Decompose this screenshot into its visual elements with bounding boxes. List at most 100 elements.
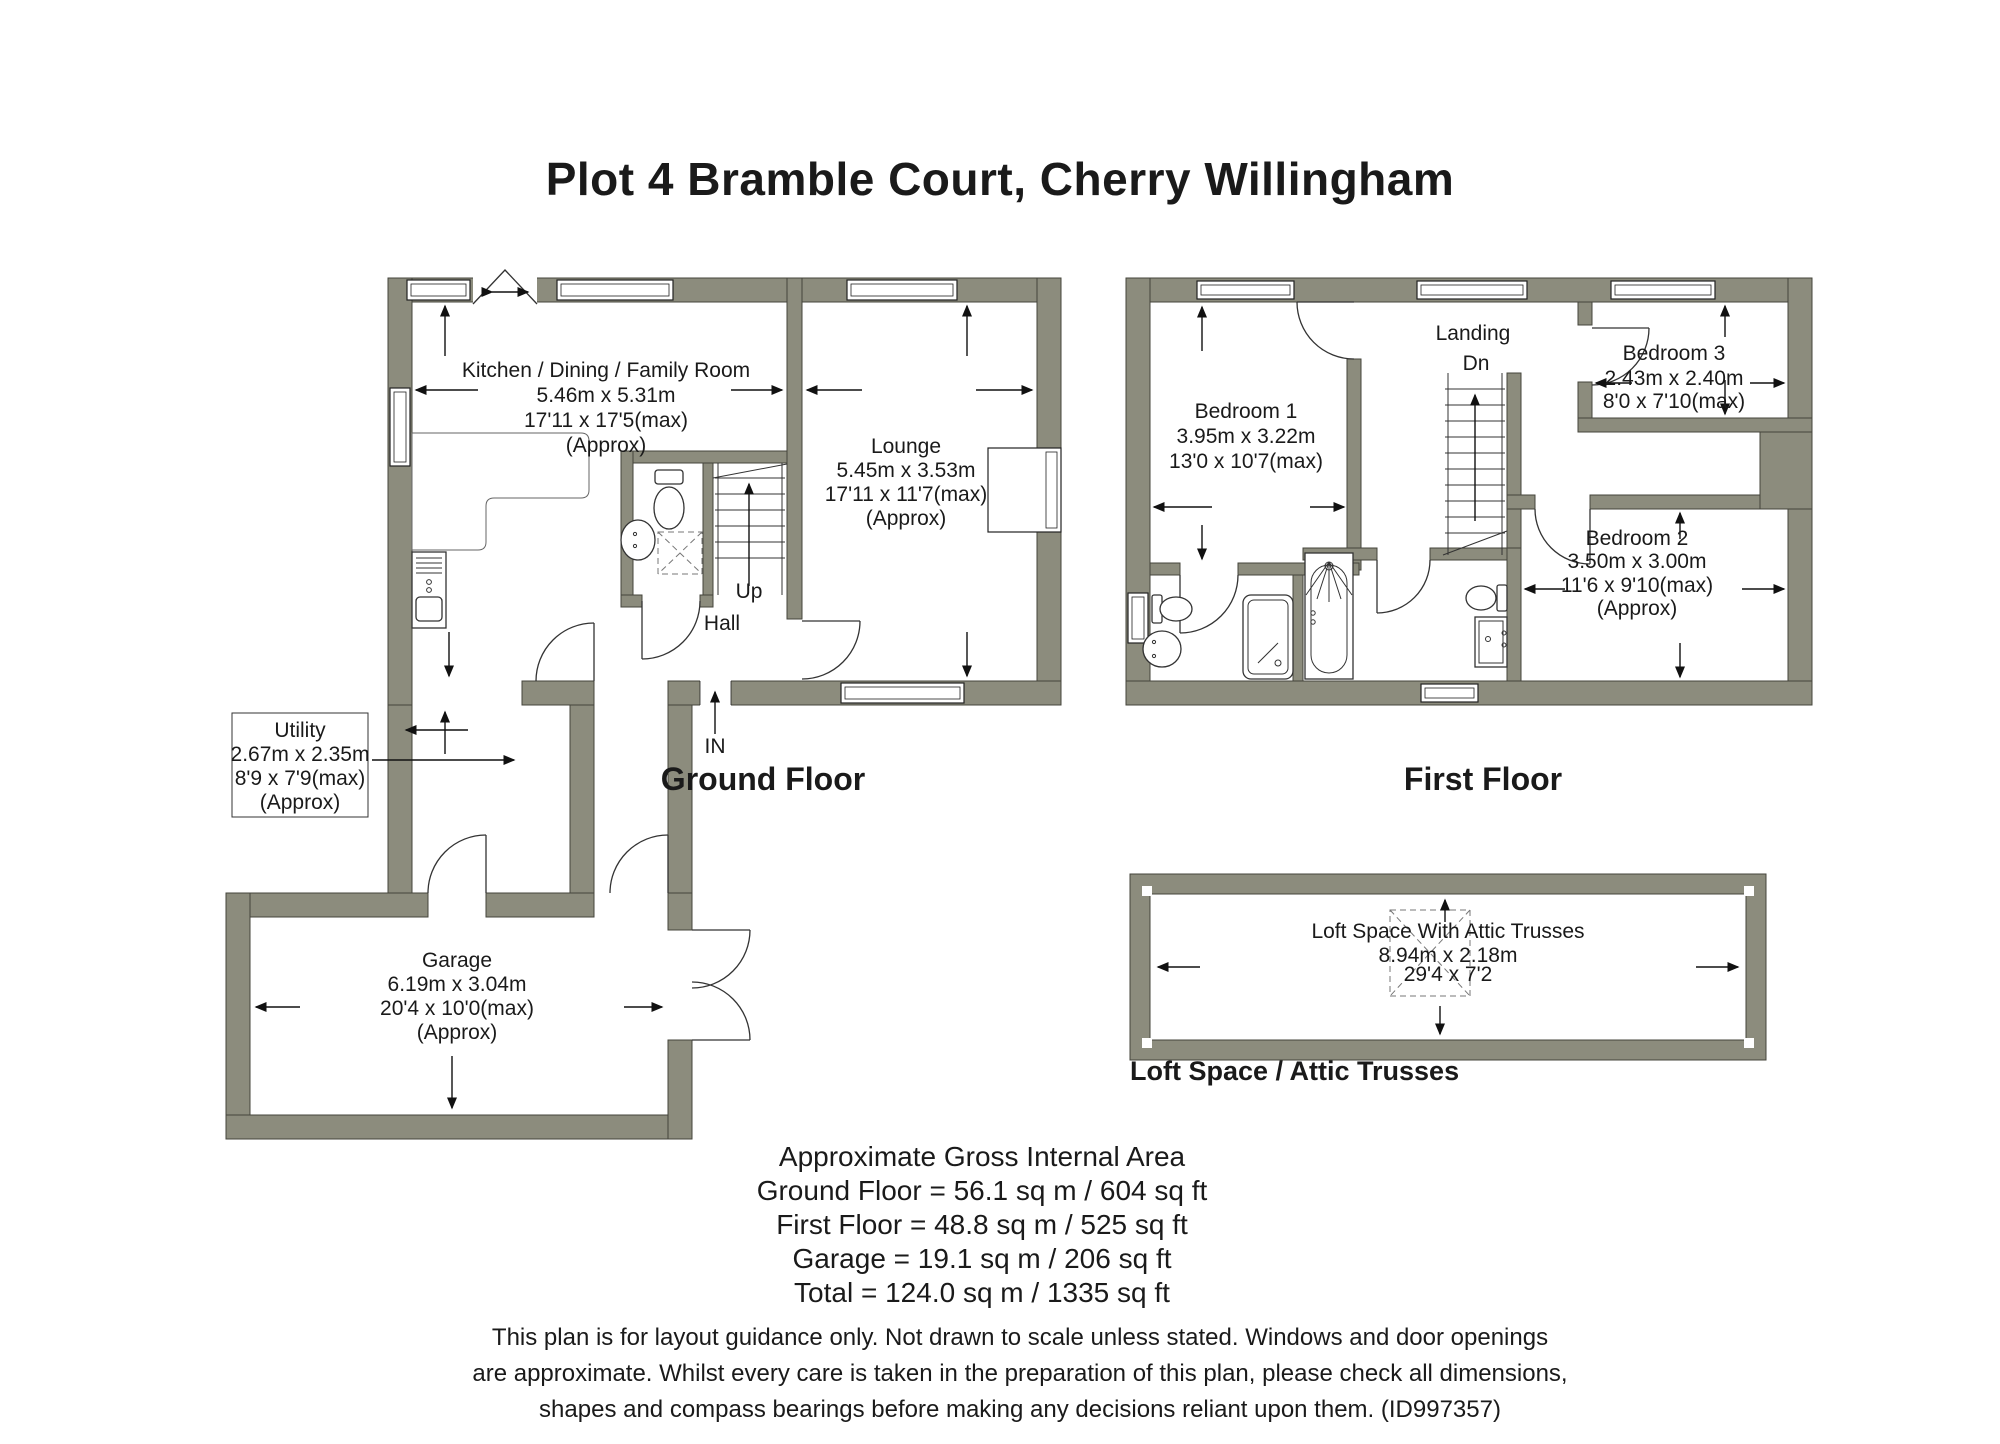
room-label-lounge: Lounge 5.45m x 3.53m 17'11 x 11'7(max) (… bbox=[825, 435, 987, 530]
room-label-garage: Garage 6.19m x 3.04m 20'4 x 10'0(max) (A… bbox=[380, 949, 534, 1044]
bay-window-icon bbox=[987, 447, 1062, 533]
ground-fixtures bbox=[411, 432, 703, 629]
room-imperial: 29'4 x 7'2 bbox=[1404, 963, 1493, 986]
area-summary-title: Approximate Gross Internal Area bbox=[778, 1141, 1186, 1172]
ground-dimension-arrows bbox=[254, 304, 1034, 1110]
ground-doors bbox=[427, 600, 861, 1041]
room-metric: 3.95m x 3.22m bbox=[1177, 425, 1316, 448]
door-icon bbox=[641, 600, 701, 660]
door-icon bbox=[427, 834, 487, 894]
ground-floor-heading: Ground Floor bbox=[660, 761, 866, 797]
room-imperial: 13'0 x 10'7(max) bbox=[1169, 450, 1323, 473]
kitchen-counter bbox=[411, 432, 590, 551]
kitchen-sink-icon bbox=[411, 551, 447, 629]
stairs-dn-label: Dn bbox=[1463, 352, 1490, 375]
floorplan-loft: Loft Space With Attic Trusses 8.94m x 2.… bbox=[1129, 873, 1767, 1061]
first-floor-heading: First Floor bbox=[1403, 761, 1563, 797]
room-approx: (Approx) bbox=[566, 434, 647, 457]
room-imperial: 11'6 x 9'10(max) bbox=[1561, 574, 1713, 597]
toilet-icon bbox=[1151, 594, 1193, 624]
entrance-in-label: IN bbox=[705, 735, 726, 758]
area-summary-ground: Ground Floor = 56.1 sq m / 604 sq ft bbox=[756, 1175, 1208, 1206]
basin-icon bbox=[1142, 630, 1182, 668]
hall-label: Hall bbox=[704, 612, 740, 635]
stairs-up-label: Up bbox=[736, 580, 763, 603]
window-icon bbox=[556, 279, 674, 301]
room-metric: 2.67m x 2.35m bbox=[231, 743, 370, 766]
first-dimension-arrows bbox=[1152, 304, 1786, 679]
garage-double-doors-icon bbox=[691, 929, 751, 1041]
room-approx: (Approx) bbox=[260, 791, 341, 814]
window-icon bbox=[406, 279, 471, 301]
ground-windows bbox=[389, 269, 1062, 707]
room-metric: 8.94m x 2.18m bbox=[1379, 944, 1518, 967]
first-fixtures bbox=[1142, 552, 1508, 680]
room-label-loft: Loft Space With Attic Trusses 8.94m x 2.… bbox=[1311, 920, 1584, 986]
room-label-bedroom2: Bedroom 2 3.50m x 3.00m 11'6 x 9'10(max)… bbox=[1561, 527, 1713, 620]
shower-icon bbox=[657, 531, 703, 575]
toilet-icon bbox=[1465, 584, 1508, 612]
door-icon bbox=[801, 620, 861, 680]
room-imperial: 8'9 x 7'9(max) bbox=[235, 767, 366, 790]
room-name: Bedroom 2 bbox=[1586, 527, 1689, 550]
first-stairs bbox=[1442, 373, 1508, 556]
door-icon bbox=[1376, 559, 1431, 614]
window-icon bbox=[1196, 280, 1295, 300]
window-icon bbox=[1420, 683, 1479, 703]
loft-walls bbox=[1129, 873, 1767, 1061]
room-metric: 2.43m x 2.40m bbox=[1605, 367, 1744, 390]
window-icon bbox=[1610, 280, 1716, 300]
door-icon bbox=[1534, 508, 1591, 565]
room-imperial: 8'0 x 7'10(max) bbox=[1603, 390, 1745, 413]
door-icon bbox=[535, 622, 595, 682]
window-icon bbox=[1127, 592, 1149, 644]
room-name: Utility bbox=[274, 719, 326, 742]
disclaimer-line3: shapes and compass bearings before makin… bbox=[539, 1396, 1501, 1423]
ground-stairs bbox=[712, 463, 788, 595]
room-metric: 3.50m x 3.00m bbox=[1568, 550, 1707, 573]
window-icon bbox=[1416, 280, 1528, 300]
disclaimer: This plan is for layout guidance only. N… bbox=[320, 1320, 1720, 1428]
door-icon bbox=[609, 834, 669, 894]
room-imperial: 20'4 x 10'0(max) bbox=[380, 997, 534, 1020]
room-name: Loft Space With Attic Trusses bbox=[1311, 920, 1584, 943]
loft-dimension-arrows bbox=[1156, 898, 1740, 1036]
room-metric: 5.45m x 3.53m bbox=[837, 459, 976, 482]
disclaimer-line1: This plan is for layout guidance only. N… bbox=[491, 1324, 1549, 1351]
loft-hatch-icon bbox=[1389, 909, 1471, 997]
area-summary-total: Total = 124.0 sq m / 1335 sq ft bbox=[794, 1277, 1170, 1308]
window-icon bbox=[389, 387, 411, 467]
room-imperial: 17'11 x 17'5(max) bbox=[524, 409, 688, 432]
area-summary-garage: Garage = 19.1 sq m / 206 sq ft bbox=[792, 1243, 1172, 1274]
room-approx: (Approx) bbox=[866, 507, 947, 530]
shower-tray-icon bbox=[1242, 594, 1294, 680]
area-summary-first: First Floor = 48.8 sq m / 525 sq ft bbox=[776, 1209, 1188, 1240]
disclaimer-line2: are approximate. Whilst every care is ta… bbox=[472, 1360, 1568, 1387]
floorplan-first: Bedroom 1 3.95m x 3.22m 13'0 x 10'7(max)… bbox=[1125, 277, 1813, 706]
area-summary: Approximate Gross Internal Area Ground F… bbox=[282, 1140, 1682, 1310]
room-name: Bedroom 3 bbox=[1623, 342, 1726, 365]
room-metric: 5.46m x 5.31m bbox=[537, 384, 676, 407]
bath-icon bbox=[1304, 552, 1354, 680]
toilet-icon bbox=[653, 469, 685, 530]
floorplan-ground: Kitchen / Dining / Family Room 5.46m x 5… bbox=[225, 269, 1062, 1140]
room-name: Kitchen / Dining / Family Room bbox=[462, 359, 750, 382]
room-label-utility: Utility 2.67m x 2.35m 8'9 x 7'9(max) (Ap… bbox=[231, 712, 370, 818]
room-imperial: 17'11 x 11'7(max) bbox=[825, 483, 987, 506]
room-name: Bedroom 1 bbox=[1195, 400, 1298, 423]
room-approx: (Approx) bbox=[1597, 597, 1678, 620]
ground-walls bbox=[225, 277, 1062, 1140]
vanity-unit-icon bbox=[1474, 616, 1508, 668]
room-label-bedroom3: Bedroom 3 2.43m x 2.40m 8'0 x 7'10(max) bbox=[1603, 342, 1745, 413]
window-icon bbox=[846, 279, 958, 301]
page-title: Plot 4 Bramble Court, Cherry Willingham bbox=[545, 153, 1455, 205]
first-room-labels: Bedroom 1 3.95m x 3.22m 13'0 x 10'7(max)… bbox=[1169, 322, 1745, 620]
room-label-bedroom1: Bedroom 1 3.95m x 3.22m 13'0 x 10'7(max) bbox=[1169, 400, 1323, 473]
room-label-kitchen: Kitchen / Dining / Family Room 5.46m x 5… bbox=[462, 359, 750, 457]
room-metric: 6.19m x 3.04m bbox=[388, 973, 527, 996]
ground-room-labels: Kitchen / Dining / Family Room 5.46m x 5… bbox=[231, 359, 988, 1044]
window-icon bbox=[840, 682, 965, 704]
room-name: Lounge bbox=[871, 435, 941, 458]
room-name: Garage bbox=[422, 949, 492, 972]
